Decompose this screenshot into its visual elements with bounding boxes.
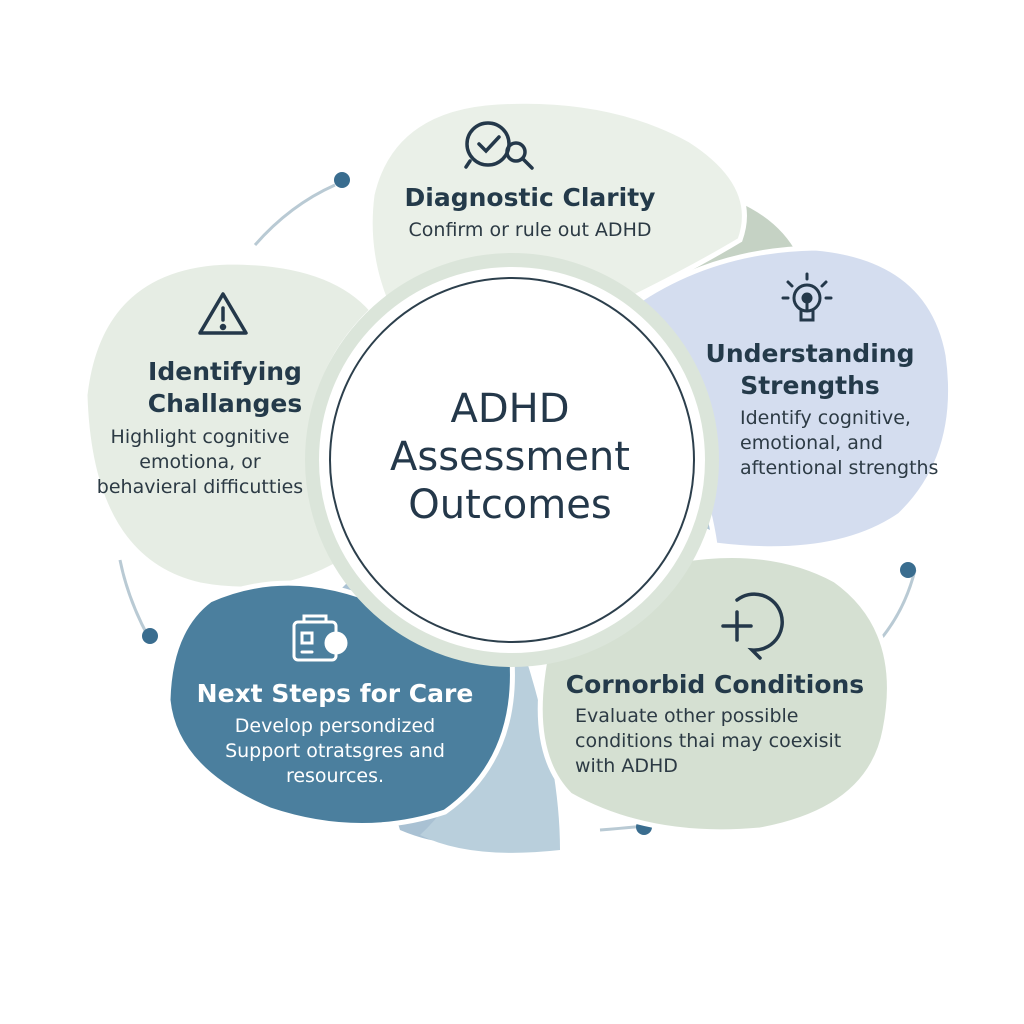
segment-title-diagnostic-clarity: Diagnostic Clarity	[404, 183, 656, 212]
ring-dot	[900, 562, 916, 578]
center-title: ADHD Assessment Outcomes	[390, 386, 630, 528]
magnifier-check-icon	[464, 121, 534, 170]
segment-description-next-steps: Develop persondized Support otratsgres a…	[225, 715, 445, 787]
segment-title-comorbid-conditions: Cornorbid Conditions	[565, 670, 865, 699]
plus-circle-icon	[721, 592, 784, 660]
lightbulb-icon	[781, 272, 833, 322]
segment-description-understanding-strengths: Identify cognitive, emotional, and aften…	[740, 407, 939, 479]
center-circle	[329, 277, 695, 643]
clipboard-plan-icon	[292, 614, 348, 662]
ring-dot	[142, 628, 158, 644]
segment-description-identifying-challenges: Highlight cognitive emotiona, or behavie…	[96, 426, 304, 498]
warning-triangle-icon	[198, 292, 248, 335]
segment-description-diagnostic-clarity: Confirm or rule out ADHD	[408, 219, 652, 241]
segment-title-identifying-challenges: Identifying Challanges	[147, 357, 303, 418]
segment-description-comorbid-conditions: Evaluate other possible conditions thai …	[575, 705, 842, 777]
segment-title-understanding-strengths: Understanding Strengths	[705, 339, 915, 400]
ring-dot	[334, 172, 350, 188]
segment-title-next-steps: Next Steps for Care	[196, 679, 474, 708]
